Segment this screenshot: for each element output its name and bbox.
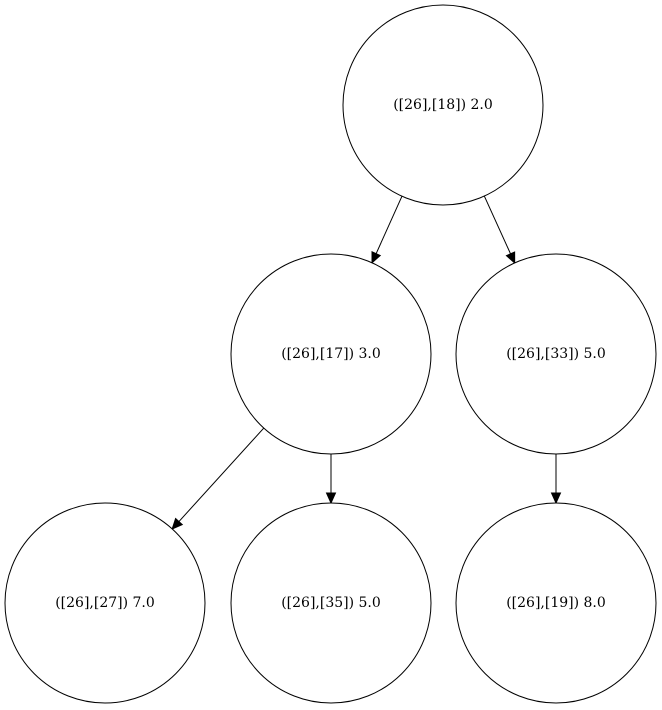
nodes-layer: ([26],[18]) 2.0 ([26],[17]) 3.0 ([26],[33]… xyxy=(4,4,657,704)
tree-node-n_26_17: ([26],[17]) 3.0 xyxy=(230,253,432,455)
node-label: ([26],[17]) 3.0 xyxy=(281,346,381,362)
edge-n_26_18-to-n_26_33 xyxy=(483,195,516,265)
arrowhead-icon xyxy=(505,251,516,265)
node-circle xyxy=(455,502,657,704)
arrowhead-icon xyxy=(171,517,184,530)
arrowhead-icon xyxy=(325,492,337,505)
edge-n_26_18-to-n_26_17 xyxy=(371,195,403,264)
node-label: ([26],[33]) 5.0 xyxy=(506,346,606,362)
node-circle xyxy=(455,253,657,455)
node-circle xyxy=(4,502,206,704)
edge-n_26_33-to-n_26_19 xyxy=(550,454,562,505)
edge-n_26_17-to-n_26_35 xyxy=(325,454,337,505)
tree-node-n_26_18: ([26],[18]) 2.0 xyxy=(342,4,544,206)
arrowhead-icon xyxy=(550,492,562,505)
node-label: ([26],[27]) 7.0 xyxy=(55,595,155,611)
node-label: ([26],[19]) 8.0 xyxy=(506,595,606,611)
edge-line xyxy=(483,195,511,255)
edge-n_26_17-to-n_26_27 xyxy=(171,427,265,530)
arrowhead-icon xyxy=(371,251,382,264)
tree-node-n_26_35: ([26],[35]) 5.0 xyxy=(230,502,432,704)
node-label: ([26],[18]) 2.0 xyxy=(393,97,493,113)
node-label: ([26],[35]) 5.0 xyxy=(281,595,381,611)
edge-line xyxy=(375,195,403,254)
tree-node-n_26_33: ([26],[33]) 5.0 xyxy=(455,253,657,455)
node-circle xyxy=(342,4,544,206)
edges-layer xyxy=(171,195,562,530)
node-circle xyxy=(230,253,432,455)
edge-line xyxy=(178,427,265,522)
tree-node-n_26_19: ([26],[19]) 8.0 xyxy=(455,502,657,704)
tree-node-n_26_27: ([26],[27]) 7.0 xyxy=(4,502,206,704)
node-circle xyxy=(230,502,432,704)
